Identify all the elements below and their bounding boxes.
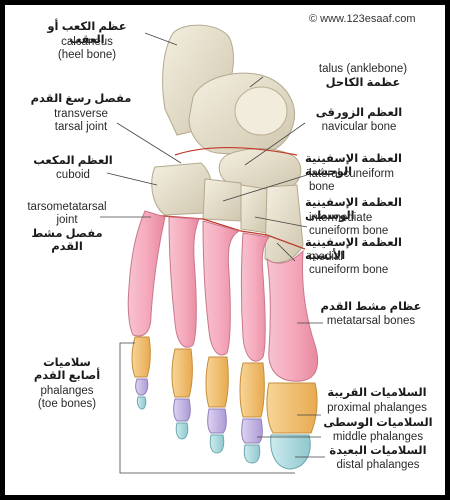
middle-phalanges-label-ar: السلاميات الوسطى bbox=[319, 417, 437, 430]
talus-head bbox=[235, 87, 287, 135]
diagram-frame: © www.123esaaf.com عظم الكعب أو العقب ca… bbox=[5, 5, 445, 495]
proximal-phalanges-label: proximal phalanges bbox=[317, 402, 437, 415]
proximal-phalanx-1 bbox=[267, 383, 317, 433]
talus-label-ar: عظمة الكاحل bbox=[293, 77, 433, 90]
lateral-cuneiform-label: lateral cuneiform bone bbox=[309, 168, 439, 194]
phalanges-label-ar: سلاميات أصابع القدم bbox=[19, 357, 115, 383]
metatarsal-label-ar: عظام مشط القدم bbox=[313, 301, 429, 314]
middle-phalanx-4 bbox=[174, 399, 191, 421]
talus-label: talus (anklebone) bbox=[293, 63, 433, 76]
proximal-phalanges-label-ar: السلاميات القريبة bbox=[317, 387, 437, 400]
metatarsal-5 bbox=[128, 211, 165, 336]
distal-phalanges-label-ar: السلاميات البعيدة bbox=[319, 445, 437, 458]
calcaneus-label: calcaneus (heel bone) bbox=[29, 36, 145, 62]
transverse-tarsal-label: transverse tarsal joint bbox=[25, 108, 137, 134]
cuboid-label-ar: العظم المكعب bbox=[33, 155, 113, 168]
website-credit: © www.123esaaf.com bbox=[309, 13, 416, 26]
distal-phalanx-2 bbox=[244, 445, 259, 463]
middle-phalanx-2 bbox=[242, 419, 263, 443]
distal-phalanx-1 bbox=[271, 435, 311, 469]
middle-phalanx-3 bbox=[208, 409, 227, 433]
proximal-phalanx-4 bbox=[172, 349, 192, 397]
distal-phalanx-4 bbox=[176, 423, 188, 439]
distal-phalanx-5 bbox=[137, 397, 145, 409]
proximal-phalanx-3 bbox=[206, 357, 228, 407]
distal-phalanges-label: distal phalanges bbox=[319, 459, 437, 472]
proximal-phalanx-2 bbox=[240, 363, 264, 417]
medial-cuneiform-bone bbox=[265, 185, 303, 263]
metatarsal-4 bbox=[169, 217, 199, 347]
metatarsal-label: metatarsal bones bbox=[313, 315, 429, 328]
transverse-tarsal-label-ar: مفصل رسغ القدم bbox=[25, 93, 137, 106]
navicular-label-ar: العظم الزورقى bbox=[303, 107, 415, 120]
navicular-label: navicular bone bbox=[303, 121, 415, 134]
distal-phalanx-3 bbox=[210, 435, 224, 453]
medial-cuneiform-label: medial cuneiform bone bbox=[309, 251, 439, 277]
metatarsal-3 bbox=[203, 221, 239, 355]
middle-phalanx-5 bbox=[136, 379, 148, 395]
phalanges-label: phalanges (toe bones) bbox=[19, 385, 115, 411]
cuboid-label: cuboid bbox=[33, 169, 113, 182]
tarsometatarsal-label: tarsometatarsal joint bbox=[15, 201, 119, 227]
cuboid-bone bbox=[152, 163, 212, 215]
intermediate-cuneiform-label: intermediate cuneiform bone bbox=[309, 212, 439, 238]
intermediate-cuneiform-bone bbox=[241, 185, 267, 233]
lateral-cuneiform-bone bbox=[203, 179, 241, 221]
tarsometatarsal-label-ar: مفصل مشط القدم bbox=[15, 228, 119, 254]
middle-phalanges-label: middle phalanges bbox=[319, 431, 437, 444]
